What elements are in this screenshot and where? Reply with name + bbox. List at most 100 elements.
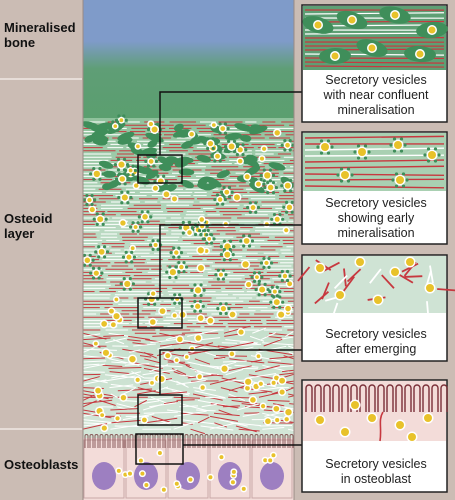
vesicle — [116, 468, 121, 473]
collagen-fibre — [288, 395, 294, 398]
vesicle — [264, 260, 269, 266]
mineral-crystal — [162, 184, 166, 188]
collagen-fibre — [194, 371, 219, 376]
mineral-crystal — [94, 250, 98, 254]
collagen-fibre — [288, 393, 294, 396]
collagen-fibre — [426, 301, 430, 320]
mineral-crystal — [285, 269, 290, 274]
mineral-crystal — [140, 210, 144, 214]
mineral-crystal — [117, 182, 121, 186]
vesicle — [351, 401, 359, 409]
microvillus — [229, 434, 234, 448]
microvillus — [209, 434, 214, 448]
microvillus — [199, 434, 204, 448]
collagen-fibre — [83, 379, 107, 385]
vesicle — [189, 132, 194, 137]
vesicle — [242, 261, 249, 268]
mineral-crystal — [114, 177, 119, 181]
collagen-fibre — [223, 325, 250, 334]
mineral-crystal — [202, 237, 206, 241]
collagen-fibre — [149, 402, 177, 408]
collagen-fibre — [108, 367, 142, 369]
vesicle — [286, 204, 293, 210]
collagen-fibre — [253, 386, 284, 392]
mineral-crystal — [173, 293, 177, 297]
nucleus — [218, 462, 242, 490]
collagen-fibre — [278, 336, 294, 341]
collagen-fibre — [190, 428, 205, 435]
microvillus — [99, 434, 104, 448]
vesicle — [284, 182, 291, 189]
vesicle — [391, 11, 399, 19]
mineral-crystal — [131, 173, 135, 177]
mineral-crystal — [199, 232, 203, 237]
vesicle — [217, 197, 223, 202]
mineral-crystal — [226, 127, 230, 131]
collagen-fibre — [304, 165, 445, 169]
vesicle — [119, 176, 125, 182]
collagen-fibre — [248, 374, 276, 380]
mineral-crystal — [101, 212, 105, 216]
mineral-crystal — [222, 239, 226, 243]
mineral-crystal — [172, 255, 176, 259]
vesicle — [230, 480, 235, 485]
microvillus — [234, 434, 239, 448]
collagen-fibre — [127, 339, 141, 342]
mineral-crystal — [219, 245, 223, 249]
mineral-crystal — [146, 220, 150, 224]
collagen-fibre — [262, 364, 290, 373]
vesicle — [391, 268, 399, 276]
collagen-fibre — [209, 377, 237, 385]
mineral-crystal — [394, 184, 399, 188]
collagen-fibre — [209, 422, 237, 430]
mineral-crystal — [266, 180, 270, 185]
mineral-crystal — [346, 179, 351, 183]
mineral-crystal — [165, 270, 169, 274]
collagen-fibre — [141, 400, 160, 405]
mineral-crystal — [214, 142, 218, 146]
vesicle — [157, 450, 162, 455]
mineral-crystal — [213, 197, 217, 202]
vesicle — [120, 394, 127, 401]
vesicle — [200, 385, 205, 390]
mineral-cluster — [145, 132, 164, 143]
mineral-crystal — [116, 157, 121, 161]
mineral-crystal — [193, 309, 197, 313]
mineral-crystal — [426, 147, 431, 151]
mineral-crystal — [126, 177, 130, 181]
mineral-crystal — [146, 210, 150, 214]
mineral-crystal — [131, 229, 135, 233]
mineral-crystal — [116, 168, 121, 172]
vesicle — [243, 238, 250, 244]
mineral-crystal — [278, 274, 282, 278]
vesicle — [172, 313, 177, 318]
vesicle — [285, 408, 292, 416]
mineral-crystal — [121, 255, 126, 259]
vesicle — [406, 258, 414, 266]
vesicle — [271, 380, 276, 385]
mineral-crystal — [268, 289, 272, 294]
mineral-crystal — [257, 271, 261, 275]
collagen-fibre — [83, 399, 113, 405]
microvillus — [404, 384, 412, 412]
collagen-fibre — [304, 178, 445, 181]
mineral-crystal — [326, 139, 331, 143]
microvillus — [274, 434, 279, 448]
vesicle — [148, 159, 154, 164]
collagen-fibre — [143, 367, 170, 374]
vesicle — [244, 174, 250, 180]
vesicle — [195, 335, 202, 341]
vesicle — [336, 291, 344, 299]
collagen-fibre — [248, 391, 268, 395]
vesicle — [197, 247, 204, 254]
vesicle — [102, 349, 110, 356]
mineral-crystal — [199, 283, 203, 287]
mineral-crystal — [206, 146, 210, 151]
mineral-crystal — [254, 287, 258, 292]
mineral-crystal — [259, 261, 264, 265]
vesicle — [197, 374, 202, 379]
vesicle — [408, 433, 416, 441]
vesicle — [100, 413, 105, 418]
vesicle — [263, 458, 268, 463]
